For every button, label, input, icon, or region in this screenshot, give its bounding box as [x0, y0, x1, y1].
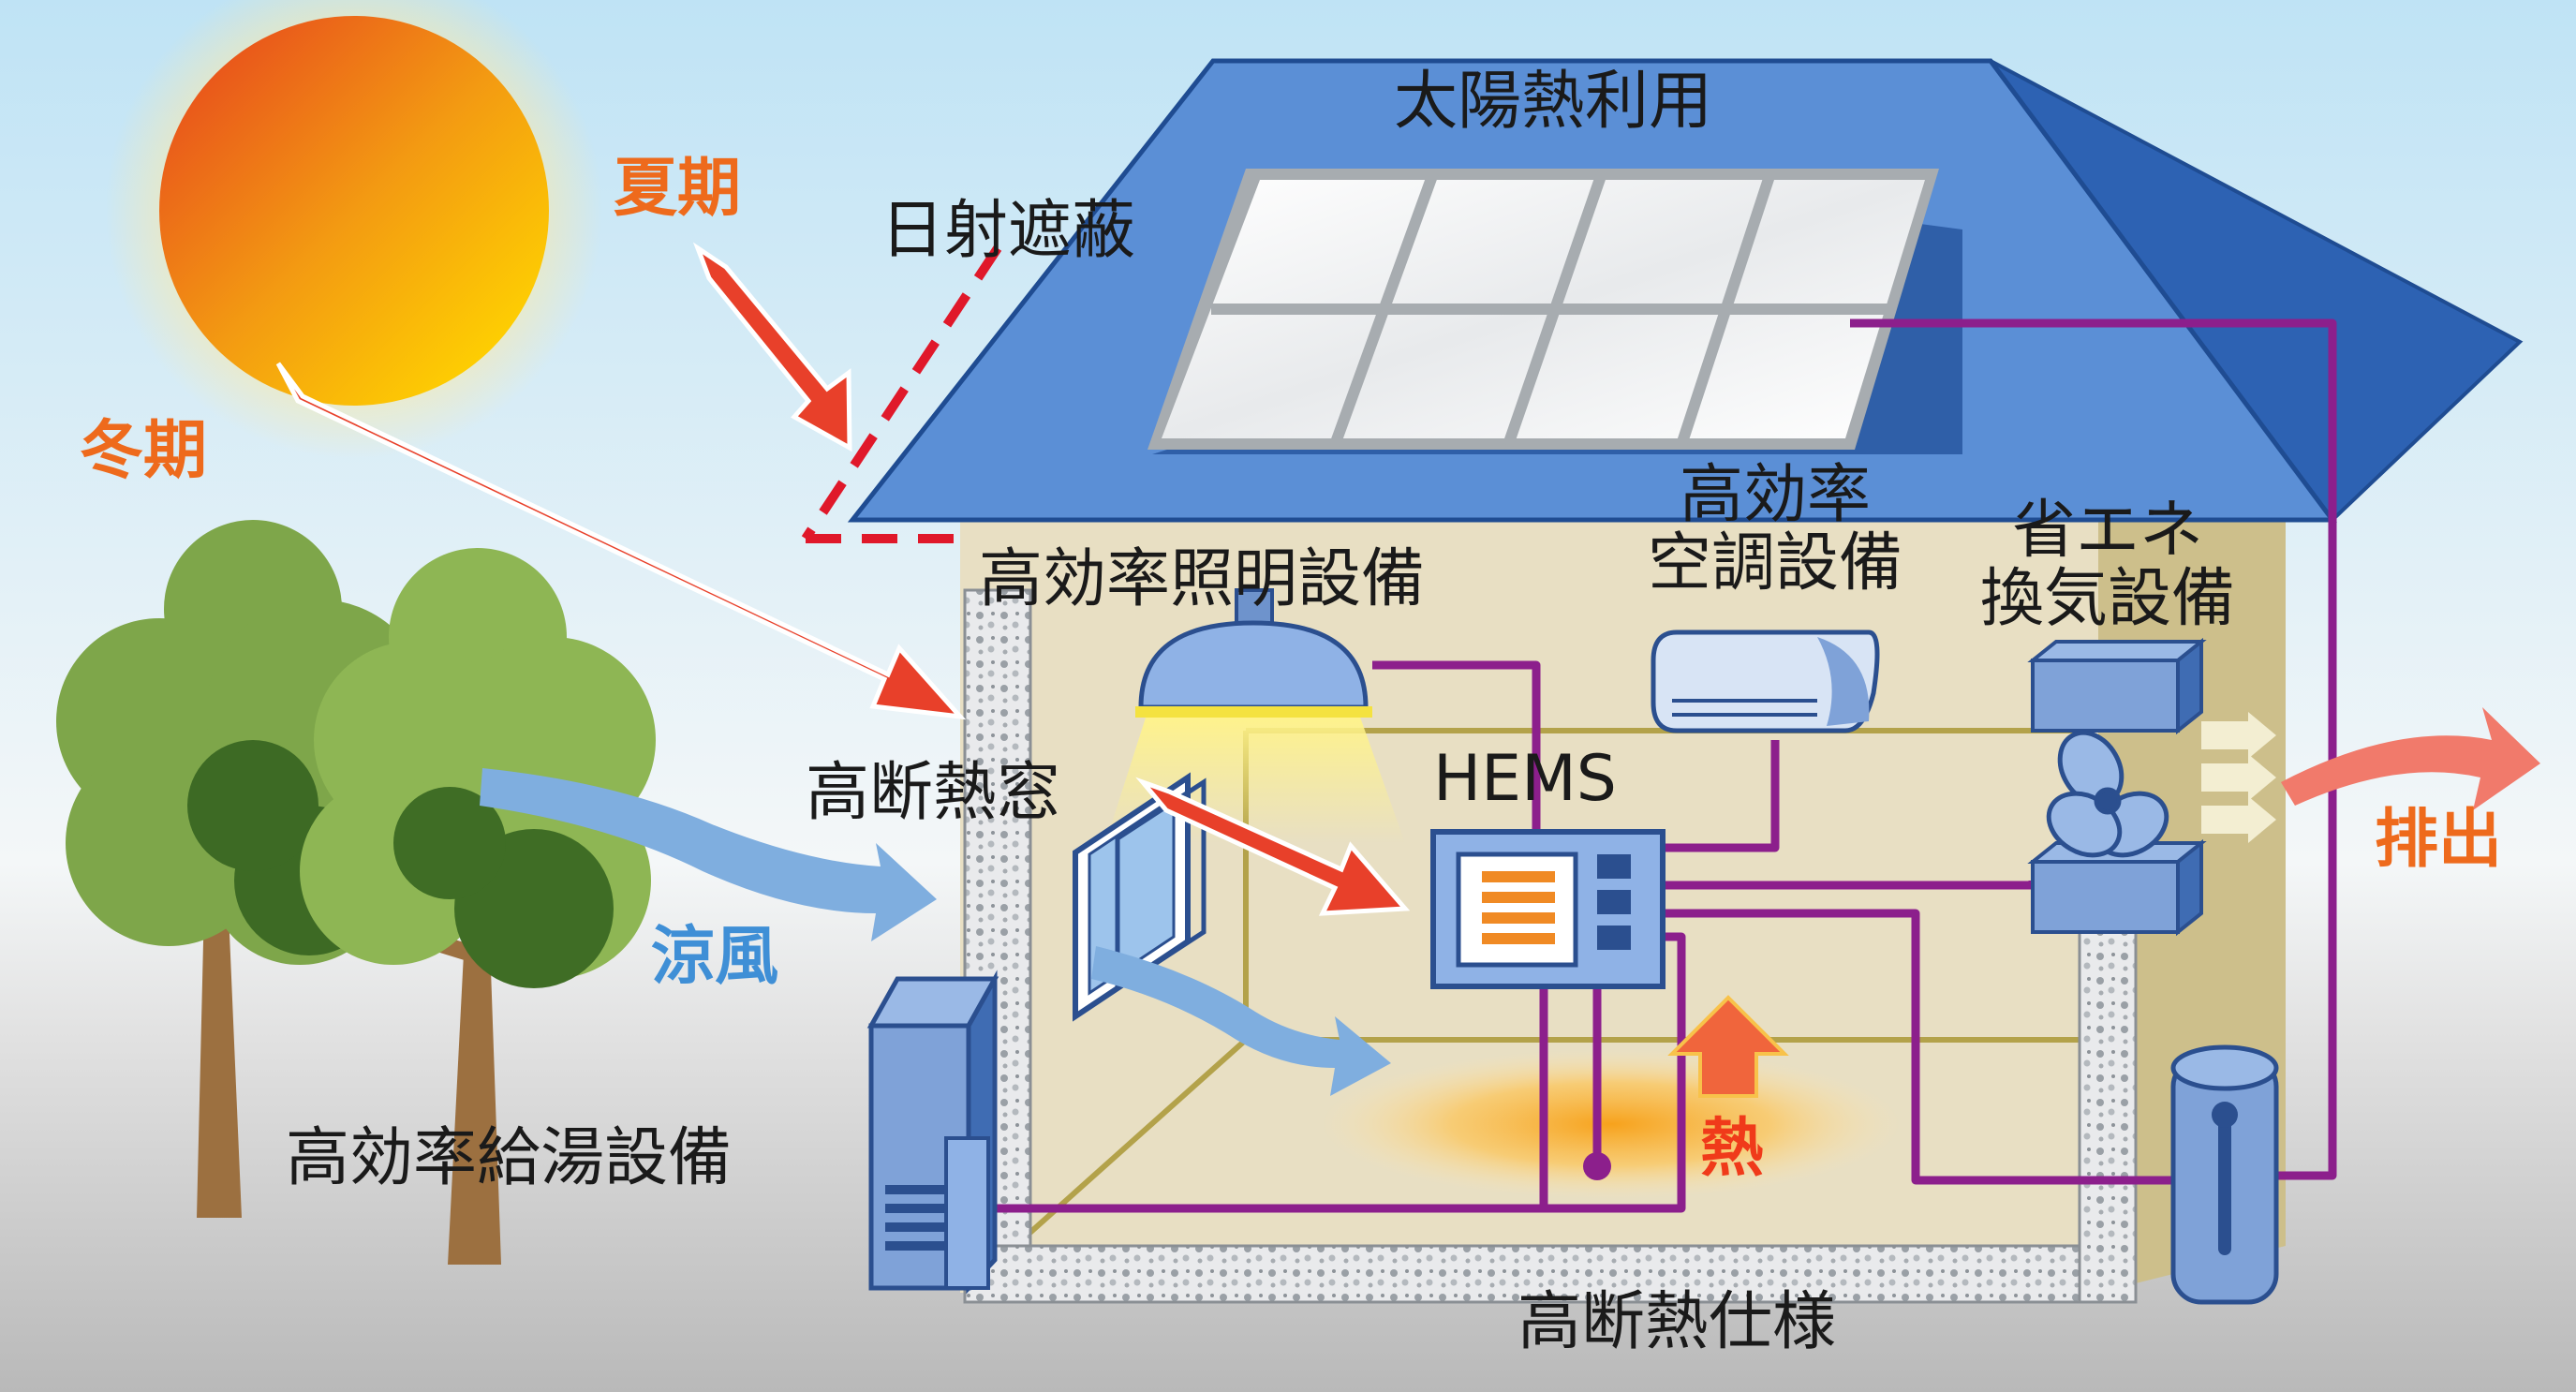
winter-sun-arrow — [275, 362, 967, 720]
sun-icon — [106, 0, 602, 459]
label-ventilation-line2: 換気設備 — [1979, 562, 2235, 637]
floor-heat-glow — [1321, 1049, 1902, 1199]
air-conditioner-icon — [1651, 629, 1880, 733]
label-heat: 熱 — [1700, 1112, 1765, 1186]
summer-sun-arrow — [692, 242, 852, 452]
label-exhaust: 排出 — [2375, 803, 2503, 877]
hems-controller-icon — [1430, 829, 1666, 989]
ventilation-fan-icon — [2027, 637, 2276, 937]
label-insulation: 高断熱仕様 — [1517, 1285, 1837, 1359]
water-heater-icon — [866, 970, 999, 1295]
breeze-arrows — [480, 768, 1391, 1096]
label-ventilation: 省エネ 換気設備 — [1948, 496, 2267, 634]
exhaust-arrow — [2281, 707, 2540, 810]
floor-heating-node — [1583, 1152, 1611, 1180]
cool-breeze-arrow — [480, 768, 937, 941]
label-lighting: 高効率照明設備 — [979, 542, 1426, 616]
label-hems: HEMS — [1433, 742, 1617, 816]
label-ventilation-line1: 省エネ — [2011, 494, 2203, 568]
label-cool-breeze: 涼風 — [651, 920, 779, 994]
indoor-breeze-arrow — [1091, 946, 1391, 1096]
label-winter: 冬期 — [80, 414, 208, 488]
label-aircon: 高効率 空調設備 — [1635, 461, 1916, 599]
heat-up-arrow — [1667, 995, 1789, 1098]
hot-water-tank-icon — [2170, 1044, 2279, 1305]
solar-panel-icon — [1147, 169, 1939, 450]
window-heat-arrow — [1135, 777, 1411, 916]
sunlight-arrows — [275, 242, 1411, 916]
label-window: 高断熱窓 — [806, 756, 1061, 830]
label-summer: 夏期 — [614, 152, 742, 226]
label-solar-heat: 太陽熱利用 — [1394, 65, 1713, 139]
label-aircon-line2: 空調設備 — [1647, 526, 1902, 601]
label-water-heater: 高効率給湯設備 — [286, 1121, 733, 1195]
label-shading: 日射遮蔽 — [881, 194, 1136, 268]
label-aircon-line1: 高効率 — [1679, 458, 1871, 532]
tree-icon — [56, 520, 656, 1265]
shading-line — [801, 245, 1002, 543]
